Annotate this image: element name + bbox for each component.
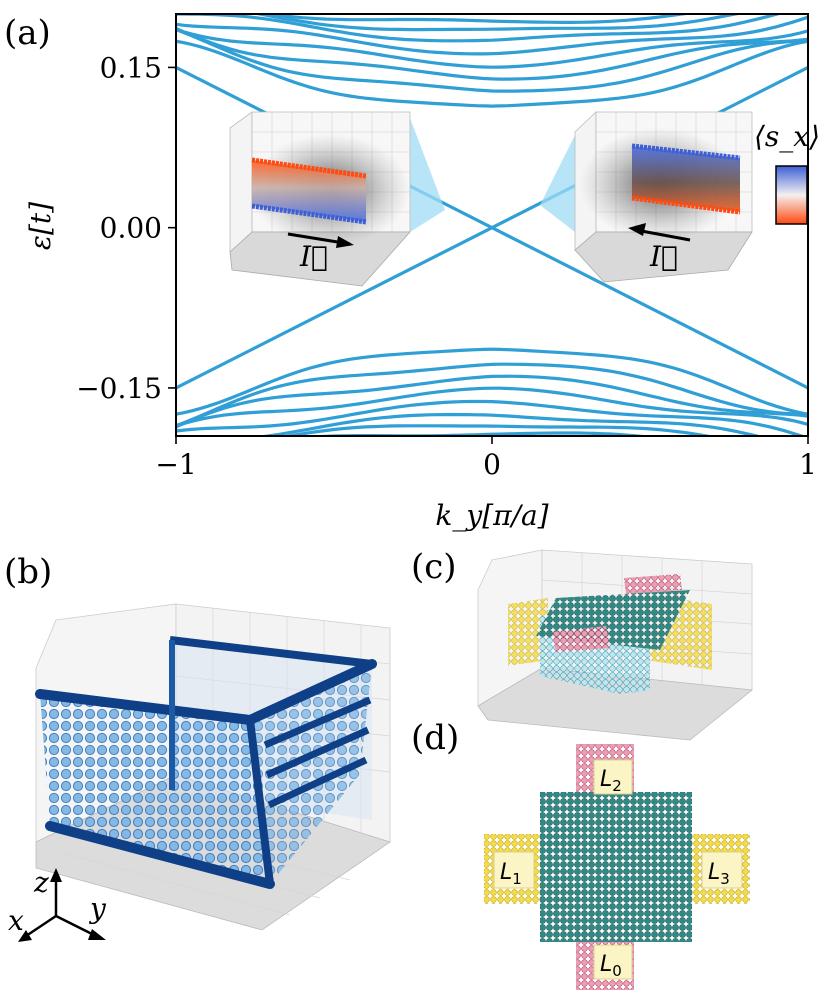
bulk-band-line-13 xyxy=(176,386,808,428)
x-tick-label: −1 xyxy=(155,448,196,481)
bulk-band-line-9 xyxy=(257,14,695,24)
panel-label-c: (c) xyxy=(411,547,457,587)
lead-top-3d xyxy=(624,574,682,594)
panel-d-top-view: L2 L0 L1 L3 xyxy=(484,744,750,990)
lead-L1-label: L1 xyxy=(500,860,522,888)
bulk-band-line-10 xyxy=(176,347,808,416)
zoom-wedge-right xyxy=(540,135,575,232)
inset-right-3d: I⃗ xyxy=(540,111,753,283)
y-tick-label: −0.15 xyxy=(76,372,162,405)
inset-left-3d: I⃗ xyxy=(229,111,445,287)
axis-ticks: −1 0 1 0.15 0.00 −0.15 xyxy=(76,51,817,481)
bulk-band-line-8 xyxy=(250,14,744,32)
sample-side-face xyxy=(250,664,372,884)
axis-x-label: x xyxy=(8,904,24,937)
lead-L1-box xyxy=(493,851,535,889)
bulk-band-line-5 xyxy=(176,27,808,69)
lead-L3-box xyxy=(701,851,743,889)
current-label-left: I⃗ xyxy=(299,240,328,273)
axis-y-label: y xyxy=(88,892,107,925)
bulk-band-line-6 xyxy=(176,15,808,56)
lead-L0-label: L0 xyxy=(600,952,622,980)
spin-colorbar: ⟨s_x⟩ xyxy=(754,120,820,225)
axes-glyph: z y x xyxy=(8,866,107,942)
bulk-band-line-3 xyxy=(176,28,808,93)
current-label-right: I⃗ xyxy=(649,240,678,273)
y-tick-label: 0.00 xyxy=(100,212,162,245)
bulk-band-line-11 xyxy=(176,362,808,428)
lead-bottom-3d xyxy=(552,626,610,652)
lead-L2-label: L2 xyxy=(600,767,622,795)
panel-label-d: (d) xyxy=(411,718,459,758)
bulk-band-line-17 xyxy=(303,431,653,436)
bulk-band-line-14 xyxy=(176,399,807,436)
y-axis-label: ε[t] xyxy=(24,202,57,250)
zoom-wedge-left xyxy=(410,118,445,232)
lead-left-3d xyxy=(508,598,548,666)
panel-label-b: (b) xyxy=(4,552,52,592)
colorbar-gradient xyxy=(775,165,808,225)
bulk-band-line-7 xyxy=(176,14,784,43)
colorbar-label: ⟨s_x⟩ xyxy=(754,120,820,153)
band-structure-plot: −1 0 1 0.15 0.00 −0.15 k_y[π/a] ε[t] xyxy=(24,13,817,532)
band-lines xyxy=(176,14,808,436)
edge-state-strip-left xyxy=(252,160,366,222)
lead-L3-label: L3 xyxy=(708,860,730,888)
x-tick-label: 0 xyxy=(483,448,501,481)
lead-L2-box xyxy=(593,759,633,795)
lead-L0-box xyxy=(593,944,633,980)
bulk-band-line-12 xyxy=(176,374,808,429)
x-axis-label: k_y[π/a] xyxy=(435,499,548,532)
edge-state-strip-right xyxy=(632,146,740,212)
panel-label-a: (a) xyxy=(4,13,51,53)
current-arrow-right xyxy=(635,228,691,242)
axis-z-label: z xyxy=(33,866,49,899)
y-tick-label: 0.15 xyxy=(100,51,162,84)
x-tick-label: 1 xyxy=(799,448,817,481)
bulk-band-line-15 xyxy=(255,412,764,436)
bulk-band-line-4 xyxy=(176,27,808,81)
panel-c-3d-device xyxy=(477,549,754,741)
bulk-band-line-2 xyxy=(176,39,808,108)
central-sample xyxy=(540,792,692,942)
panel-b-3d-structure xyxy=(35,603,391,931)
